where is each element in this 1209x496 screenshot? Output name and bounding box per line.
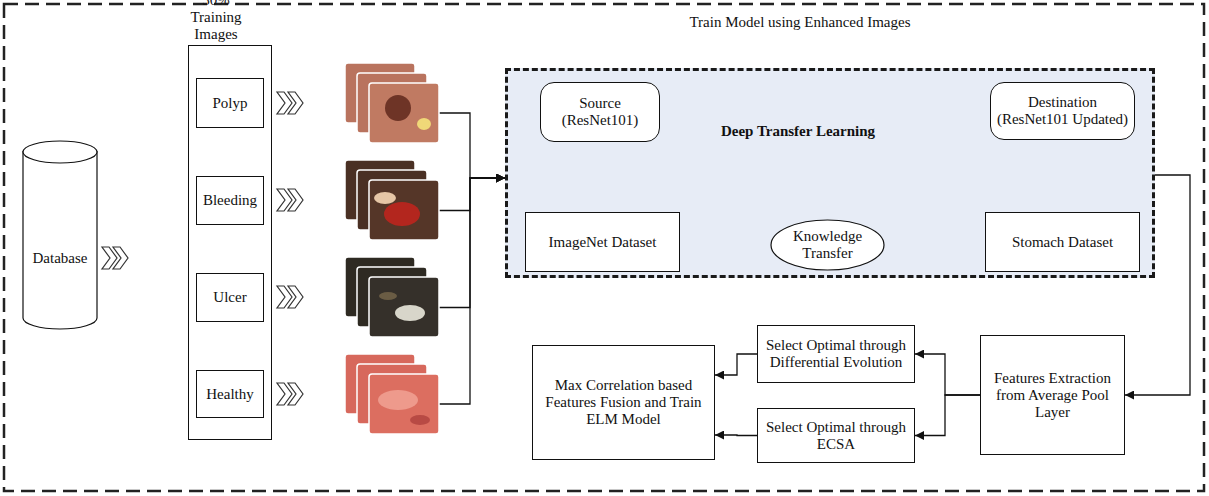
process-box: Max Correlation based Features Fusion an… — [532, 345, 715, 460]
ellipse-shape — [771, 220, 884, 270]
chevron-symbols — [102, 92, 303, 405]
node-label: Ulcer — [213, 289, 246, 306]
node-label: Destination (ResNet101 Updated) — [995, 94, 1130, 128]
model-box: Destination (ResNet101 Updated) — [990, 82, 1135, 140]
process-box: Select Optimal through Differential Evol… — [757, 325, 915, 383]
ground-patch — [263, 46, 345, 439]
cylinder-outline — [22, 140, 98, 330]
node-label: Features Extraction from Average Pool La… — [985, 370, 1120, 421]
database-cylinder: Database — [22, 140, 98, 330]
class-box: Healthy — [196, 370, 264, 418]
flow-arrow — [915, 354, 980, 395]
group-heading: 50% Training Images — [175, 0, 257, 43]
flow-arrow — [715, 434, 757, 436]
node-label: Bleeding — [203, 192, 257, 209]
chevron — [102, 247, 128, 269]
node-label: Select Optimal through Differential Evol… — [762, 337, 910, 371]
class-box: Ulcer — [196, 273, 264, 322]
process-box: Features Extraction from Average Pool La… — [980, 335, 1125, 455]
flow-arrow — [915, 395, 980, 436]
cylinder-body — [23, 151, 97, 329]
ulcer-images — [345, 257, 439, 337]
dataset-box: ImageNet Dataset — [525, 212, 680, 272]
dataset-box: Stomach Dataset — [985, 212, 1140, 272]
node-label: Select Optimal through ECSA — [762, 419, 910, 453]
transfer-ellipse: Knowledge Transfer — [770, 219, 885, 271]
chevron — [277, 92, 303, 114]
node-label: Polyp — [212, 95, 247, 112]
node-label: ImageNet Dataset — [549, 234, 657, 251]
group-heading: Deep Transfer Learning — [698, 123, 898, 140]
chevron — [277, 189, 303, 211]
bleeding-images — [345, 160, 439, 240]
node-label: Healthy — [206, 386, 253, 403]
class-group: 50% Training ImagesPolypBleedingUlcerHea… — [188, 45, 272, 440]
healthy-images — [345, 354, 439, 434]
class-box: Bleeding — [196, 176, 264, 225]
process-box: Select Optimal through ECSA — [757, 408, 915, 463]
section-heading: Train Model using Enhanced Images — [590, 14, 1010, 31]
model-box: Source (ResNet101) — [540, 82, 660, 142]
cylinder-top — [23, 141, 97, 163]
node-label: Stomach Dataset — [1012, 234, 1113, 251]
transfer-region: Deep Transfer Learning Source (ResNet101)… — [505, 68, 1155, 278]
node-label: Database — [33, 250, 88, 267]
class-box: Polyp — [196, 78, 264, 128]
flow-arrow — [715, 354, 757, 375]
polyp-images — [345, 63, 439, 143]
node-label: Max Correlation based Features Fusion an… — [537, 377, 710, 428]
node-label: Source (ResNet101) — [545, 95, 655, 129]
chevron — [277, 286, 303, 308]
chevron — [277, 383, 303, 405]
dashed-frame — [4, 4, 1204, 491]
node-label: Knowledge Transfer — [784, 228, 871, 262]
